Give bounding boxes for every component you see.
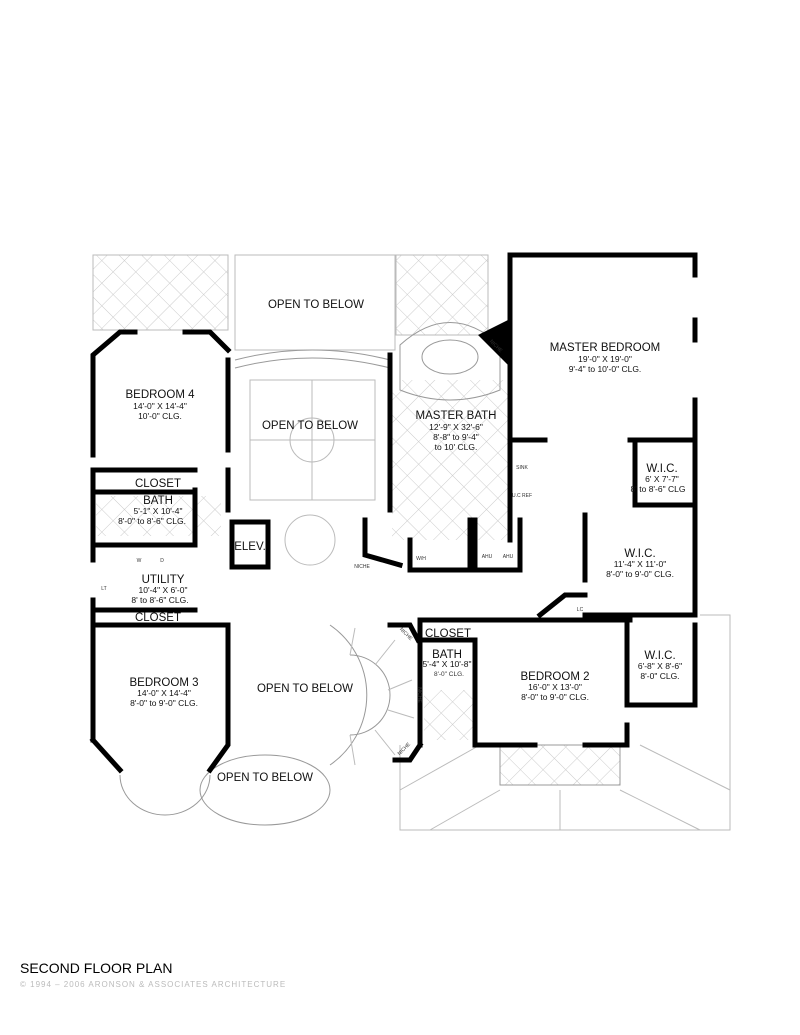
room-master-bath-name: MASTER BATH [416, 410, 497, 422]
room-bedroom4-size: 14'-0" X 14'-4" [133, 401, 187, 411]
fixture-washer: W [137, 558, 142, 564]
room-wic2-name: W.I.C. [624, 548, 655, 560]
master-bath-floor [392, 380, 508, 540]
fixture-niche-stair-side: NICHE [416, 687, 422, 703]
trellis-left [92, 254, 229, 331]
fixture-laundry-tub: LT [101, 586, 106, 592]
open-top-area [234, 254, 396, 351]
room-master-bath-clg: 8'-8" to 9'-4" [433, 432, 479, 442]
niche-block [478, 320, 508, 365]
bay-window [119, 774, 211, 816]
bath-left-floor [96, 496, 221, 536]
room-wic3-size: 6'-8" X 8'-6" [638, 661, 682, 671]
room-bedroom3-size: 14'-0" X 14'-4" [137, 688, 191, 698]
room-closet2: CLOSET [135, 612, 181, 624]
fixture-lc: LC [577, 607, 584, 613]
porch-roof [399, 614, 731, 831]
fixture-ahu-2: AHU [503, 554, 514, 560]
fixture-water-heater: W/H [416, 556, 426, 562]
room-bedroom2-name: BEDROOM 2 [520, 671, 589, 683]
bathtub [421, 339, 479, 375]
balcony-bed2 [499, 744, 621, 786]
room-wic3-name: W.I.C. [644, 650, 675, 662]
room-wic1-name: W.I.C. [646, 463, 677, 475]
room-master-bath-clg2: to 10' CLG. [435, 442, 478, 452]
room-utility-size: 10'-4" X 6'-0" [139, 585, 188, 595]
room-utility-clg: 8' to 8'-6" CLG. [131, 595, 188, 605]
fixture-sink: SINK [516, 465, 528, 471]
room-wic2-size: 11'-4" X 11'-0" [614, 559, 666, 569]
fixture-ahu-1: AHU [482, 554, 493, 560]
room-master-bedroom-size: 19'-0" X 19'-0" [578, 354, 632, 364]
room-bedroom2-size: 16'-0" X 13'-0" [528, 682, 582, 692]
room-elevator: ELEV. [234, 541, 266, 553]
trellis-master-bath [395, 254, 489, 336]
fixture-uc-ref: U.C REF [512, 493, 532, 499]
copyright-notice: © 1994 – 2006 ARONSON & ASSOCIATES ARCHI… [20, 980, 287, 989]
room-wic1-clg: 8' to 8'-6" CLG [631, 484, 686, 494]
room-utility-name: UTILITY [142, 574, 185, 586]
room-closet3: CLOSET [425, 628, 471, 640]
room-master-bedroom-clg: 9'-4" to 10'-0" CLG. [569, 364, 642, 374]
room-bedroom3-name: BEDROOM 3 [129, 677, 198, 689]
room-master-bedroom-name: MASTER BEDROOM [550, 342, 661, 354]
room-closet1: CLOSET [135, 478, 181, 490]
room-bedroom4-clg: 10'-0" CLG. [138, 411, 182, 421]
room-open-center: OPEN TO BELOW [262, 420, 358, 432]
room-wic1-size: 6' X 7'-7" [645, 474, 679, 484]
room-bedroom4-name: BEDROOM 4 [125, 389, 195, 401]
room-bedroom2-clg: 8'-0" to 9'-0" CLG. [521, 692, 589, 702]
fixture-niche-stair-bottom: NICHE [397, 741, 413, 757]
room-master-bath-size: 12'-9" X 32'-6" [429, 422, 483, 432]
room-bedroom3-clg: 8'-0" to 9'-0" CLG. [130, 698, 198, 708]
fixture-dryer: D [160, 558, 164, 564]
balcony [199, 754, 331, 826]
room-open-balcony: OPEN TO BELOW [217, 772, 313, 784]
room-open-top: OPEN TO BELOW [268, 299, 364, 311]
room-wic3-clg: 8'-0" CLG. [640, 671, 679, 681]
tub-surround [399, 322, 501, 401]
room-bath-left-clg: 8'-0" to 8'-6" CLG. [118, 516, 186, 526]
room-bath-left-name: BATH [143, 495, 173, 507]
room-bath2-name: BATH [432, 649, 462, 661]
walls [89, 252, 698, 774]
open-center-ceiling [234, 349, 391, 501]
room-wic2-clg: 8'-0" to 9'-0" CLG. [606, 569, 674, 579]
room-bath-left-size: 5'-1" X 10'-4" [134, 506, 183, 516]
bath2-floor [424, 690, 474, 740]
room-bath2-clg: 8'-0" CLG. [434, 671, 464, 678]
room-open-stair: OPEN TO BELOW [257, 683, 353, 695]
fixture-niche-hall: NICHE [354, 564, 370, 570]
spiral-stair [284, 514, 415, 766]
room-bath2-size: 5'-4" X 10'-8" [423, 659, 472, 669]
plan-title: SECOND FLOOR PLAN [20, 960, 173, 976]
